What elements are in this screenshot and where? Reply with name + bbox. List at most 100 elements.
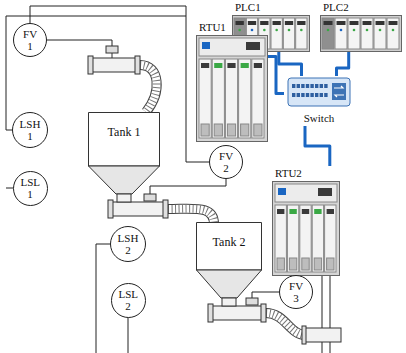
- module-body: [312, 205, 323, 272]
- instrument-tag: FV 3: [289, 280, 303, 304]
- io-module: [374, 18, 386, 49]
- network-cable: [279, 52, 302, 76]
- io-module: [271, 18, 282, 49]
- hose-outline: [168, 209, 214, 224]
- module-tab: [314, 209, 321, 214]
- device-label: PLC2: [320, 0, 402, 14]
- switch-body: [288, 78, 350, 106]
- io-module: [239, 59, 251, 138]
- switch-port: [306, 93, 309, 97]
- hose-fill: [266, 313, 305, 335]
- module-label-strip: [236, 21, 244, 25]
- module-label-strip: [363, 21, 372, 25]
- io-module: [322, 18, 334, 49]
- rtu-device-shape: [272, 166, 340, 276]
- module-body: [271, 18, 282, 49]
- network-cable: [305, 126, 330, 166]
- network-cables: [268, 52, 349, 166]
- switch-port: [306, 84, 309, 88]
- module-body: [239, 59, 251, 138]
- module-body: [361, 18, 373, 49]
- switch-port: [297, 93, 300, 97]
- tank-body: [89, 113, 160, 167]
- network-cable: [268, 57, 284, 94]
- network-switch: Switch: [284, 76, 354, 126]
- module-body: [374, 18, 386, 49]
- hopper-tank: Tank 2: [196, 222, 262, 306]
- module-label-strip: [260, 21, 268, 25]
- io-module: [335, 18, 347, 49]
- tank-outlet: [222, 298, 236, 306]
- switch-icon: [332, 83, 346, 100]
- switch-arrows: [334, 86, 344, 97]
- rtu-device: RTU2: [272, 166, 340, 276]
- terminal-block: [289, 258, 296, 270]
- module-body: [287, 205, 298, 272]
- valve-assembly: [88, 46, 140, 74]
- pipe-flange: [302, 326, 306, 344]
- module-body: [225, 59, 237, 138]
- status-led: [340, 29, 343, 32]
- status-led: [327, 29, 330, 32]
- module-label-strip: [324, 21, 333, 25]
- hose-outline: [266, 313, 305, 335]
- switch-port: [320, 84, 323, 88]
- signal-wiring: [6, 6, 330, 353]
- switch-port: [315, 93, 318, 97]
- tank-label: Tank 1: [88, 112, 160, 139]
- instrument-bubble: FV 1: [13, 23, 47, 57]
- module-body: [296, 18, 307, 49]
- io-module: [296, 18, 307, 49]
- hose-fill: [140, 65, 157, 112]
- io-module: [275, 205, 286, 272]
- status-led: [366, 29, 369, 32]
- module-label-strip: [389, 21, 398, 25]
- module-body: [348, 18, 360, 49]
- network-cable: [337, 52, 349, 76]
- io-module: [361, 18, 373, 49]
- hopper-tank: Tank 1: [88, 112, 160, 202]
- network-switch-shape: [284, 76, 354, 108]
- module-tab: [227, 63, 235, 68]
- instrument-tag: LSH 2: [118, 232, 139, 256]
- plc-device: PLC2: [320, 0, 402, 52]
- switch-port: [310, 84, 313, 88]
- flexible-hose: [168, 209, 214, 224]
- device-label: PLC1: [232, 0, 310, 14]
- hose-ribs: [140, 65, 157, 112]
- valve-assembly: [108, 194, 168, 218]
- status-led: [238, 29, 241, 32]
- module-label-strip: [248, 21, 256, 25]
- instrument-bubble: LSL 2: [111, 283, 146, 318]
- module-tab: [302, 209, 309, 214]
- valve-actuator: [144, 194, 156, 201]
- status-led: [300, 29, 303, 32]
- status-display: [318, 188, 332, 196]
- io-module: [199, 59, 211, 138]
- rtu-device: RTU1: [196, 20, 268, 142]
- module-label-strip: [337, 21, 346, 25]
- cpu-module: [199, 38, 265, 56]
- module-tab: [289, 209, 296, 214]
- module-tab: [241, 63, 249, 68]
- flexible-hose: [140, 65, 157, 112]
- module-body: [322, 18, 334, 49]
- pipe-flange: [88, 56, 93, 74]
- io-module: [287, 205, 298, 272]
- terminal-block: [227, 124, 235, 136]
- module-label-strip: [273, 21, 281, 25]
- module-body: [199, 59, 211, 138]
- terminal-block: [314, 258, 321, 270]
- switch-port: [301, 84, 304, 88]
- instrument-tag: LSL 1: [20, 176, 39, 200]
- terminal-block: [241, 124, 249, 136]
- status-led: [392, 29, 395, 32]
- hose-ribs: [168, 209, 214, 224]
- pipe-flange: [261, 304, 266, 322]
- instrument-tag: LSL 2: [118, 288, 137, 312]
- io-module: [212, 59, 224, 138]
- module-body: [275, 205, 286, 272]
- rtu-device-shape: [196, 20, 268, 142]
